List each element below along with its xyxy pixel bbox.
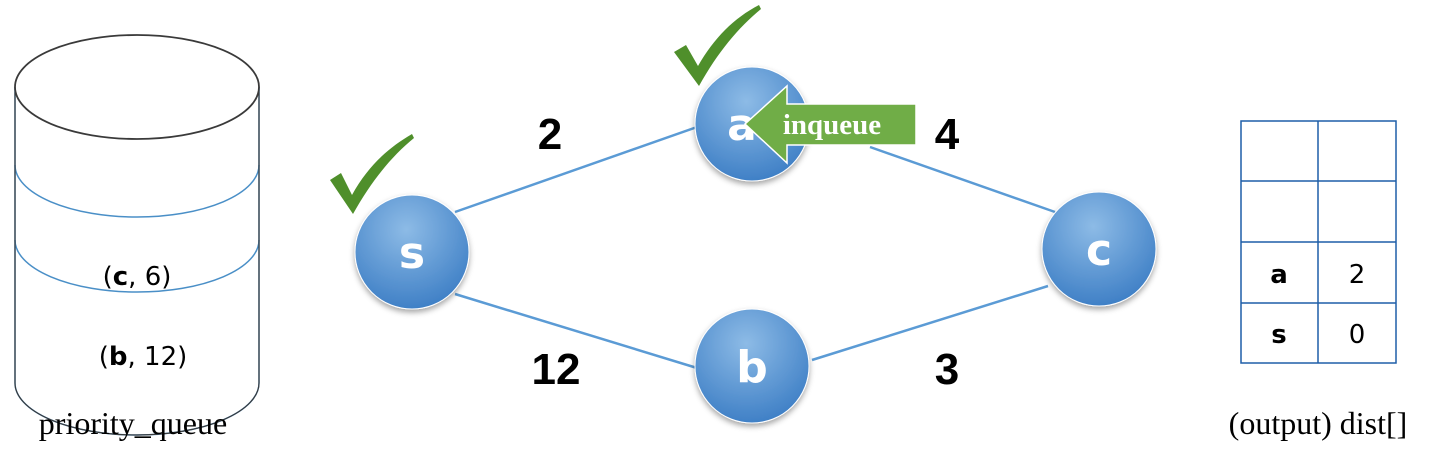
checkmark-icon [330, 134, 414, 214]
graph-node-b: b [694, 308, 810, 424]
edge-a-c [869, 145, 1056, 214]
inqueue-label: inqueue [783, 109, 881, 141]
queue-entry: (c, 6) [103, 262, 172, 292]
dist-value-cell: 0 [1349, 320, 1366, 350]
dist-value-cell: 2 [1349, 260, 1366, 290]
inqueue-arrow: inqueue [743, 84, 917, 165]
checkmark-icon [674, 5, 761, 86]
graph-edges [454, 124, 1056, 370]
priority-queue-cylinder [14, 34, 260, 436]
queue-entry: (b, 12) [99, 342, 188, 372]
edge-weight: 3 [935, 345, 959, 394]
edge-s-a [454, 124, 701, 214]
dist-key-cell: a [1270, 260, 1288, 290]
graph-node-s: s [354, 194, 470, 310]
node-label: s [399, 228, 425, 279]
edge-weight: 4 [935, 110, 960, 159]
dist-table: a 2 s 0 [1240, 120, 1397, 364]
graph-node-c: c [1041, 191, 1157, 307]
priority-queue-caption: priority_queue [39, 405, 227, 441]
edge-weight: 2 [538, 110, 562, 159]
dist-key-cell: s [1271, 320, 1286, 350]
node-label: b [736, 342, 768, 393]
edge-s-b [454, 292, 698, 370]
dist-table-caption: (output) dist[] [1229, 405, 1408, 441]
node-label: c [1086, 225, 1112, 276]
edge-b-c [811, 284, 1049, 362]
edge-weight: 12 [532, 345, 581, 394]
